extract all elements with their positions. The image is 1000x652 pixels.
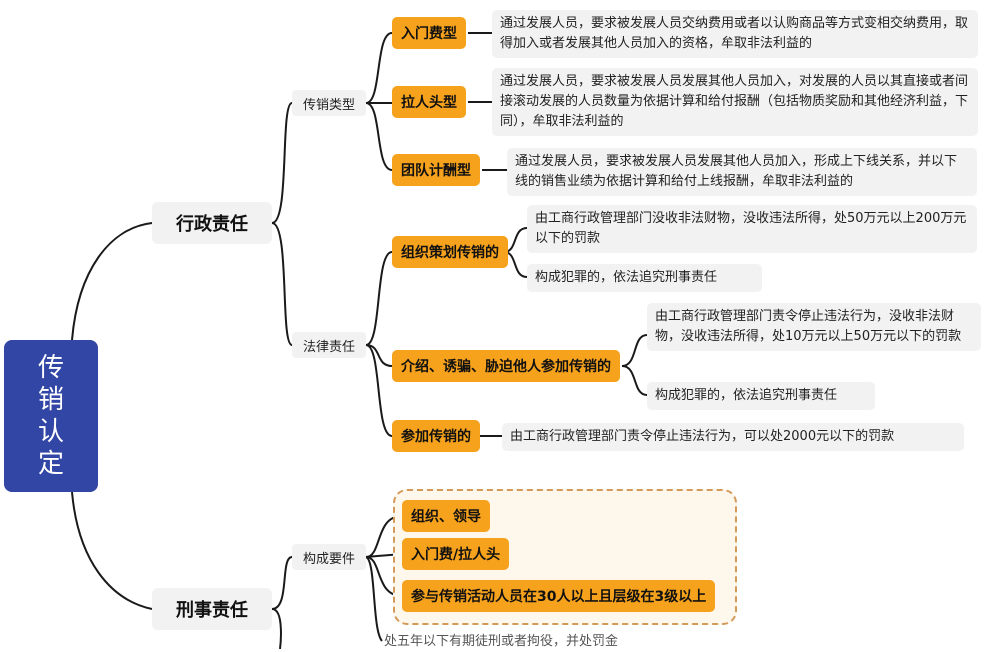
desc-jieshao-1: 由工商行政管理部门责令停止违法行为，没收非法财物，没收违法所得，处10万元以上5… (647, 303, 981, 351)
tag-rumenfei: 入门费型 (392, 17, 466, 49)
root-char: 认 (37, 417, 64, 447)
root-char: 传 (37, 353, 64, 383)
desc-zuzhi-2: 构成犯罪的，依法追究刑事责任 (527, 264, 762, 292)
node-xingzheng: 行政责任 (152, 202, 272, 244)
tag-jieshao: 介绍、诱骗、胁迫他人参加传销的 (392, 350, 620, 382)
desc-zuzhi-1: 由工商行政管理部门没收非法财物，没收违法所得，处50万元以上200万元以下的罚款 (527, 205, 977, 253)
desc-tuandui: 通过发展人员，要求被发展人员发展其他人员加入，形成上下线关系，并以下线的销售业绩… (507, 148, 977, 196)
tag-zuzhi-lingdao: 组织、领导 (402, 500, 490, 532)
root-char: 销 (37, 385, 64, 415)
root-node: 传 销 认 定 (4, 340, 98, 492)
desc-rumenfei: 通过发展人员，要求被发展人员交纳费用或者以认购商品等方式变相交纳费用，取得加入或… (492, 10, 978, 58)
desc-jieshao-2: 构成犯罪的，依法追究刑事责任 (647, 382, 875, 410)
tag-renshu-cengji: 参与传销活动人员在30人以上且层级在3级以上 (402, 580, 716, 612)
desc-canjia: 由工商行政管理部门责令停止违法行为，可以处2000元以下的罚款 (502, 423, 964, 451)
tag-laren: 拉人头型 (392, 86, 466, 118)
node-falv: 法律责任 (292, 332, 366, 358)
node-leixing: 传销类型 (292, 90, 366, 116)
tag-canjia: 参加传销的 (392, 420, 480, 452)
desc-laren: 通过发展人员，要求被发展人员发展其他人员加入，对发展的人员以其直接或者间接滚动发… (492, 68, 978, 136)
tag-rumen-laren: 入门费/拉人头 (402, 538, 510, 570)
tag-zuzhi: 组织策划传销的 (392, 236, 508, 268)
tag-tuandui: 团队计酬型 (392, 154, 480, 186)
node-xingshi: 刑事责任 (152, 588, 272, 630)
root-char: 定 (37, 449, 64, 479)
cut-off-text: 处五年以下有期徒刑或者拘役，并处罚金 (384, 634, 619, 649)
node-goucheng: 构成要件 (292, 544, 366, 570)
